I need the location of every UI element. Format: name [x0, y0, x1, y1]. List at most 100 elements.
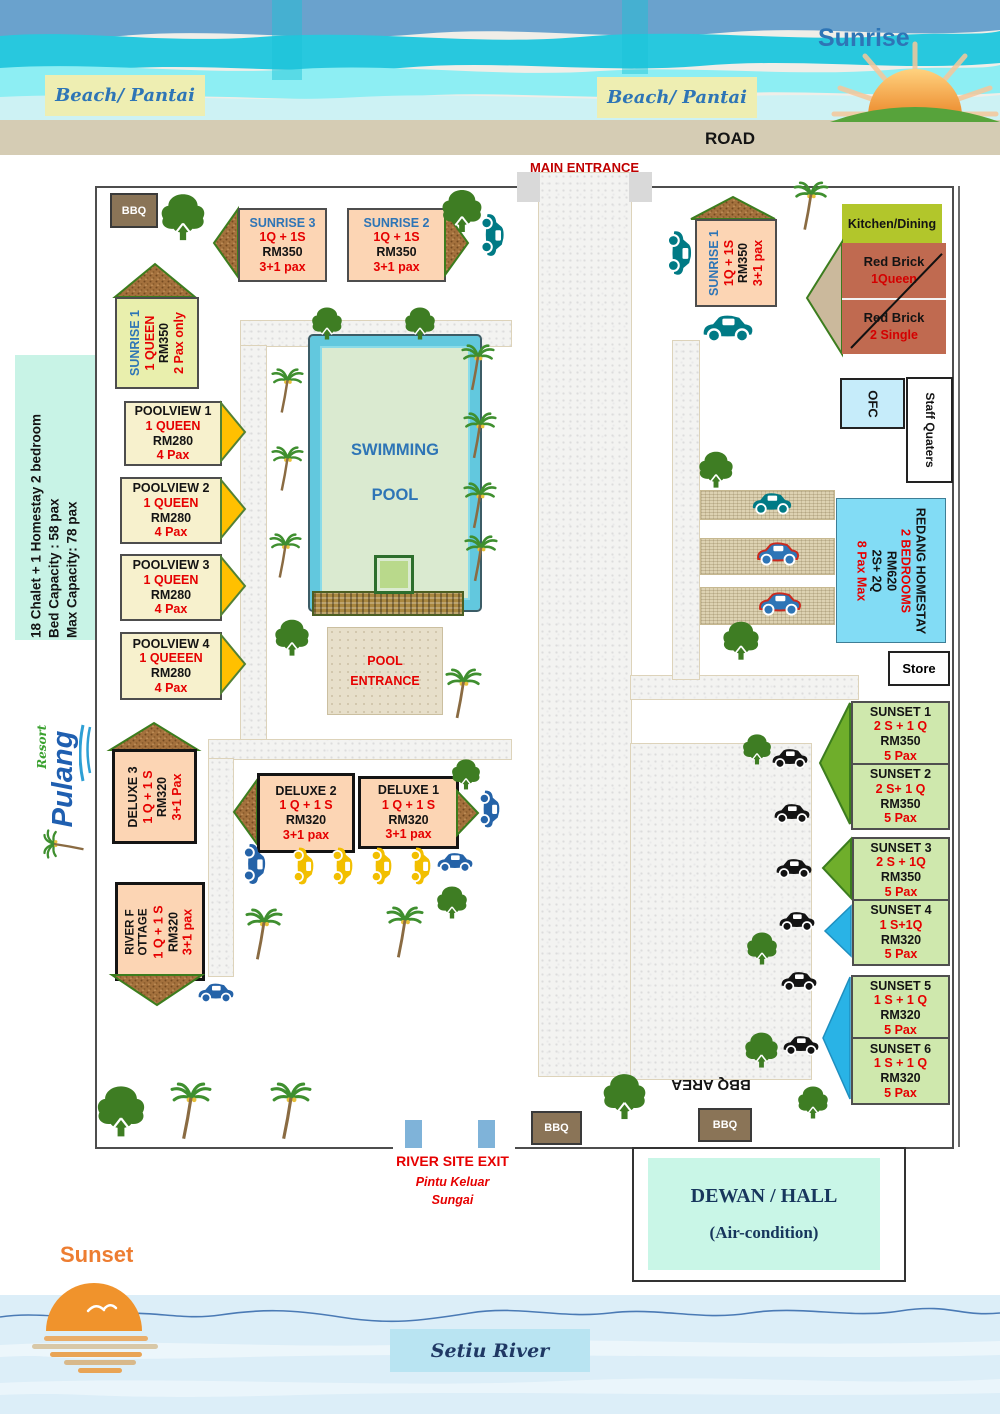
chalet-name: POOLVIEW 4 — [132, 636, 210, 651]
palm-icon — [461, 344, 495, 392]
beach-label-right: Beach/ Pantai — [597, 77, 757, 118]
chalet-sunset-3: SUNSET 3 2 S + 1Q RM350 5 Pax — [852, 837, 950, 903]
dewan-hall: DEWAN / HALL (Air-condition) — [632, 1147, 906, 1282]
road-band — [0, 120, 1000, 155]
chalet-pax: 3+1 pax — [259, 259, 306, 274]
chalet-price: RM350 — [262, 245, 303, 259]
chalet-beds: 1Q + 1S — [259, 230, 306, 245]
river-exit-title: RIVER SITE EXIT — [396, 1153, 509, 1169]
pool-label-line2: POOL — [371, 486, 419, 504]
bbq-hut-south-1: BBQ — [531, 1111, 582, 1145]
palm-icon — [170, 1082, 212, 1141]
chalet-sunrise-3: SUNRISE 3 1Q + 1S RM350 3+1 pax — [238, 208, 327, 282]
sunrise1-left-roof — [112, 262, 198, 298]
chalet-beds: 1 S + 1 Q — [873, 993, 928, 1008]
chalet-pax: 3+1 Pax — [169, 773, 184, 820]
palm-icon — [269, 533, 302, 579]
chalet-deluxe-3: DELUXE 3 1 Q + 1 S RM320 3+1 Pax — [112, 749, 197, 844]
car-icon — [772, 801, 812, 825]
tree-icon — [274, 618, 310, 656]
capacity-line2: Bed Capacity : 58 pax — [46, 497, 62, 638]
chalet-poolview-1: POOLVIEW 1 1 QUEEN RM280 4 Pax — [124, 401, 222, 466]
gate-post-right — [629, 172, 652, 202]
pool-steps — [374, 555, 414, 594]
logo-palm-icon — [42, 829, 86, 859]
tree-icon — [698, 450, 734, 488]
bbq-hut-northwest: BBQ — [110, 193, 158, 228]
car-icon — [750, 490, 794, 516]
sunset-label: Sunset — [60, 1242, 134, 1267]
chalet-name: RIVER F OTTAGE — [124, 907, 151, 956]
sunset-sun-art — [32, 1283, 158, 1373]
chalet-name: DELUXE 3 — [125, 765, 140, 828]
palm-icon — [463, 412, 497, 460]
car-icon — [478, 786, 502, 832]
car-icon — [409, 843, 433, 889]
chalet-price: RM350 — [880, 734, 921, 748]
river-exit-line2: Sungai — [431, 1193, 474, 1207]
car-icon — [777, 909, 817, 933]
tree-icon — [744, 1031, 779, 1068]
sunrise3-roof — [212, 205, 239, 281]
setiu-river-label: Setiu River — [390, 1329, 590, 1372]
staff-quarters: Staff Quaters — [906, 377, 953, 483]
tree-icon — [160, 192, 206, 240]
river-exit-post-left — [405, 1120, 422, 1148]
chalet-price: RM320 — [388, 812, 429, 827]
chalet-price: RM280 — [152, 433, 194, 448]
bbq-label: BBQ — [544, 1122, 569, 1134]
chalet-pax: 3+1 pax — [385, 827, 432, 842]
tree-icon — [742, 733, 772, 765]
chalet-name: SUNRISE 3 — [249, 215, 316, 230]
main-road — [538, 172, 632, 1077]
gate-post-left — [517, 172, 540, 202]
palm-icon — [270, 1082, 312, 1141]
chalet-name: SUNRISE 1 — [127, 310, 142, 376]
chalet-pax: 5 Pax — [884, 884, 918, 899]
car-icon — [755, 540, 801, 567]
sunset12-roof — [818, 702, 851, 825]
chalet-price: RM350 — [157, 322, 171, 364]
palm-icon — [464, 535, 498, 583]
tree-icon — [797, 1085, 829, 1119]
chalet-name: POOLVIEW 1 — [134, 404, 212, 419]
pool-entrance-line1: POOL — [367, 654, 403, 668]
chalet-price: RM350 — [880, 870, 922, 884]
chalet-sunrise-1-east: SUNRISE 1 1Q + 1S RM350 3+1 pax — [695, 219, 777, 307]
homestay-pax: 8 Pax Max — [855, 540, 870, 601]
chalet-name: SUNSET 1 — [869, 704, 932, 719]
chalet-price: RM350 — [376, 245, 417, 259]
chalet-pax: 5 Pax — [884, 1085, 917, 1100]
tree-icon — [602, 1072, 647, 1119]
palm-icon — [271, 368, 304, 414]
chalet-price: RM280 — [150, 587, 192, 602]
tree-icon — [311, 306, 343, 340]
chalet-sunset-2: SUNSET 2 2 S+ 1 Q RM350 5 Pax — [851, 763, 950, 830]
chalet-name: SUNRISE 2 — [363, 215, 430, 230]
tree-icon — [404, 306, 436, 340]
homestay-name: REDANG HOMESTAY — [913, 507, 928, 634]
car-icon — [779, 969, 819, 993]
chalet-deluxe-1: DELUXE 1 1 Q + 1 S RM320 3+1 pax — [358, 776, 459, 849]
store-label: Store — [902, 661, 936, 676]
chalet-beds: 1 QUEEN — [143, 495, 199, 510]
palm-icon — [463, 482, 497, 530]
chalet-pax: 3+1 pax — [180, 908, 195, 955]
homestay-beds: 2S+ 2Q — [869, 549, 884, 592]
car-icon — [435, 850, 475, 874]
car-icon — [700, 312, 756, 344]
poolview1-roof — [220, 400, 247, 464]
pool-entrance: POOL ENTRANCE — [327, 627, 443, 715]
chalet-beds: 1 QUEEEN — [139, 651, 203, 666]
setiu-river-text: Setiu River — [430, 1339, 550, 1362]
chalet-pax: 5 Pax — [884, 811, 917, 826]
palm-icon — [245, 908, 283, 961]
beach-label-text: Beach/ Pantai — [55, 85, 195, 106]
chalet-beds: 1 Q + 1 S — [139, 769, 154, 824]
path-deluxe-left — [208, 758, 234, 977]
sunset3-roof — [821, 836, 852, 901]
river-exit-post-right — [478, 1120, 495, 1148]
chalet-price: RM320 — [154, 776, 169, 817]
tree-icon — [96, 1084, 146, 1137]
